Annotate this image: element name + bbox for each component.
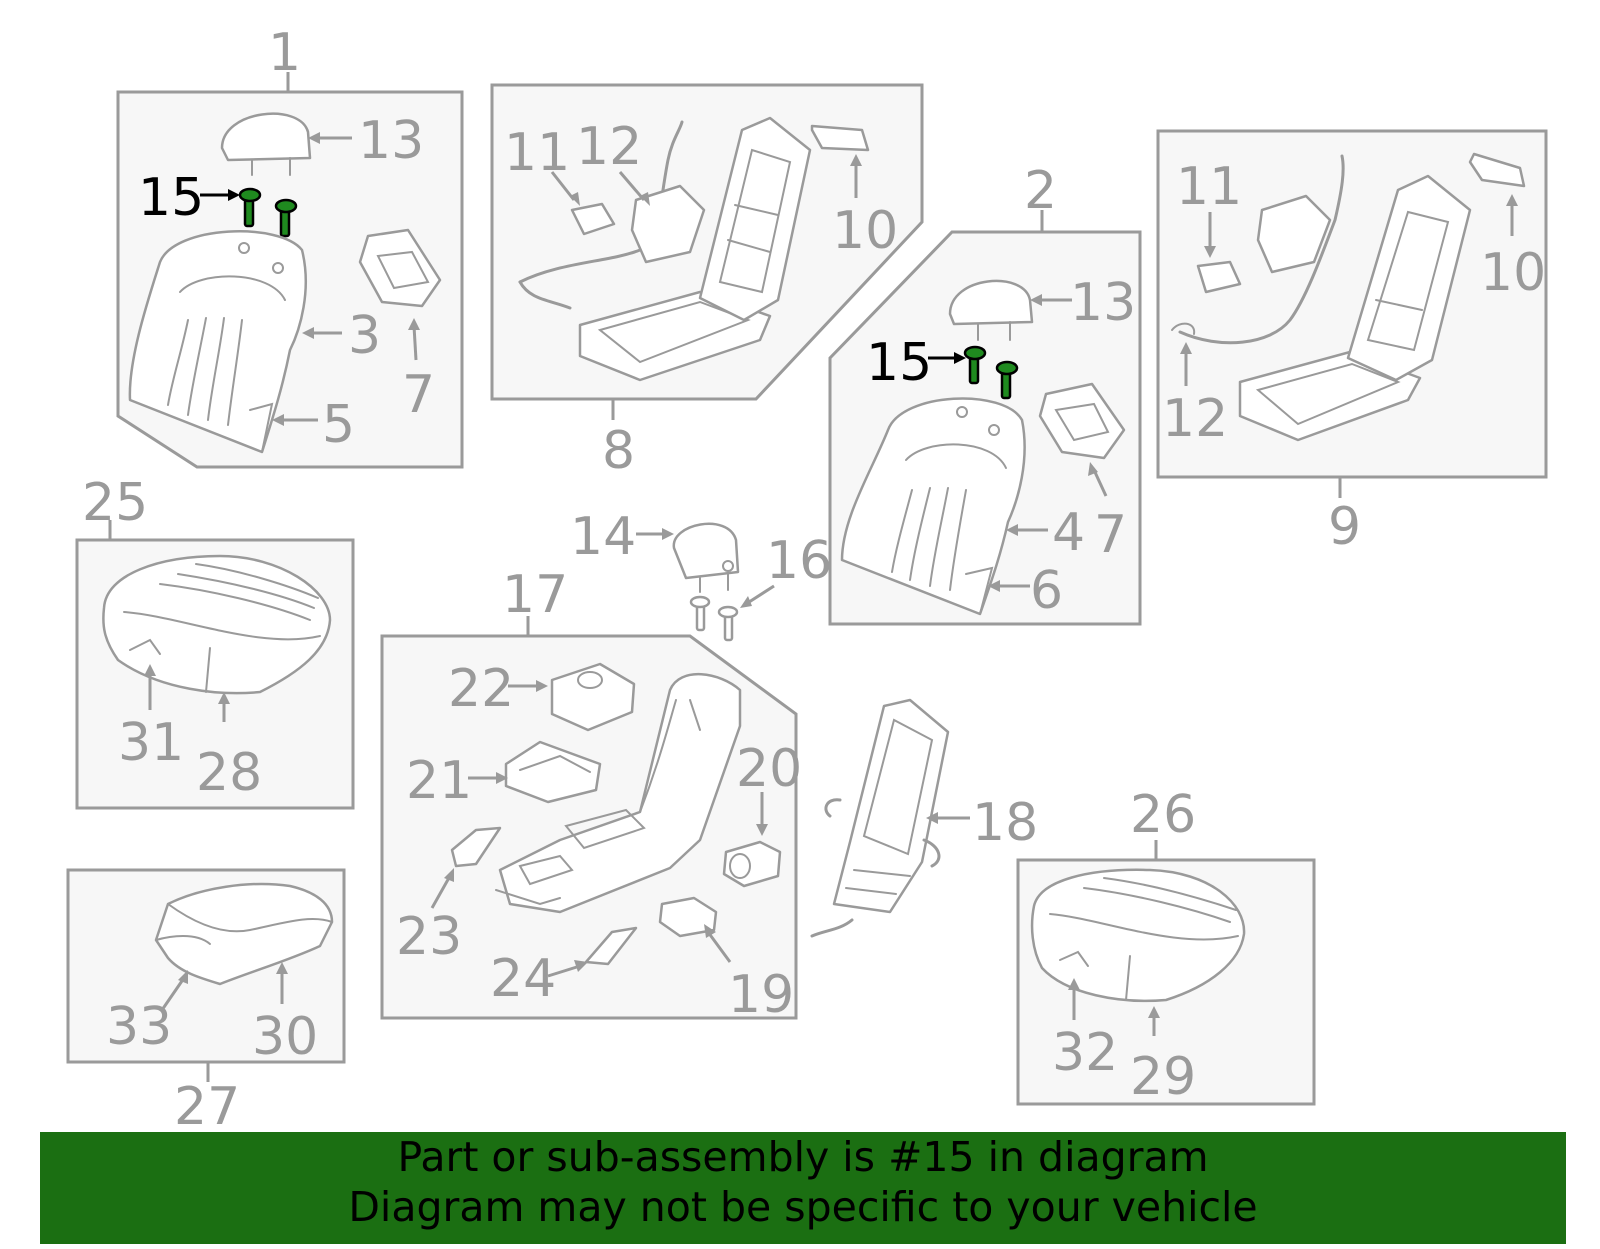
callout-32[interactable]: 32	[1052, 1023, 1118, 1083]
console-frame-18	[832, 698, 950, 914]
callout-11-right[interactable]: 11	[1176, 157, 1242, 217]
seat-back-4	[840, 397, 1026, 616]
console-armrest-17	[498, 673, 742, 914]
trim-23	[450, 826, 502, 868]
module-7-right	[1038, 382, 1126, 460]
callout-13-right[interactable]: 13	[1070, 273, 1136, 333]
bracket-21	[504, 740, 602, 804]
callout-18[interactable]: 18	[972, 793, 1038, 853]
loose-parts-group: 14 16	[570, 507, 832, 642]
callout-33[interactable]: 33	[106, 997, 172, 1057]
cap-10-left	[810, 124, 870, 152]
connector-11-right	[1196, 260, 1242, 294]
callout-10-right[interactable]: 10	[1480, 243, 1546, 303]
callout-2[interactable]: 2	[1024, 161, 1057, 221]
callout-9[interactable]: 9	[1328, 497, 1361, 557]
callout-5[interactable]: 5	[322, 395, 355, 455]
trim-24	[584, 926, 638, 966]
callout-19[interactable]: 19	[728, 965, 794, 1025]
callout-16[interactable]: 16	[766, 531, 832, 591]
socket-20	[722, 840, 782, 888]
assembly-2-group: 2 13 15 4 6 7	[828, 161, 1142, 626]
callout-12-right[interactable]: 12	[1162, 389, 1228, 449]
banner-line-2: Diagram may not be specific to your vehi…	[348, 1183, 1258, 1231]
callout-29[interactable]: 29	[1130, 1047, 1196, 1107]
callout-17[interactable]: 17	[502, 565, 568, 625]
callout-24[interactable]: 24	[490, 949, 556, 1009]
callout-4[interactable]: 4	[1052, 503, 1085, 563]
headrest-right	[948, 279, 1034, 326]
clip-19	[658, 896, 718, 938]
callout-21[interactable]: 21	[406, 751, 472, 811]
callout-12-left[interactable]: 12	[576, 117, 642, 177]
callout-23[interactable]: 23	[396, 907, 462, 967]
bolt-16-a	[695, 604, 706, 632]
assembly-8-group: 8 11 12 10	[490, 83, 924, 481]
bolt-15-right-a[interactable]	[968, 355, 980, 385]
headrest-14	[672, 522, 740, 580]
callout-26[interactable]: 26	[1130, 785, 1196, 845]
assembly-25-group: 25 31 28	[75, 473, 355, 810]
callout-7-right[interactable]: 7	[1094, 505, 1127, 565]
bolt-15-right-b[interactable]	[1000, 370, 1012, 400]
connector-11-left	[570, 202, 616, 236]
seat-frame-8	[578, 290, 772, 382]
bolt-16-b	[723, 614, 734, 642]
callout-7-left[interactable]: 7	[402, 365, 435, 425]
callout-20[interactable]: 20	[736, 739, 802, 799]
assembly-17-group: 17 22 21 23 24 20	[380, 565, 802, 1025]
callout-10-left[interactable]: 10	[832, 201, 898, 261]
assembly-1-group: 1 13 15 3 5 7	[116, 23, 464, 469]
assembly-27-group: 27 33 30	[66, 868, 346, 1137]
callout-8[interactable]: 8	[602, 421, 635, 481]
callout-31[interactable]: 31	[118, 713, 184, 773]
assembly-9-group: 9 11 12 10	[1156, 129, 1548, 557]
callout-13[interactable]: 13	[358, 111, 424, 171]
assembly-18-group: 18	[810, 698, 1038, 938]
callout-28[interactable]: 28	[196, 743, 262, 803]
headrest-part	[220, 112, 312, 162]
seat-cushion-29	[1030, 868, 1246, 1003]
callout-15-right[interactable]: 15	[866, 333, 932, 393]
callout-15-left[interactable]: 15	[138, 168, 204, 228]
seat-back-3	[128, 230, 308, 454]
seat-cushion-28	[102, 554, 332, 695]
callout-14[interactable]: 14	[570, 507, 636, 567]
switch-22	[550, 662, 636, 732]
assembly-26-group: 26 32 29	[1016, 785, 1316, 1107]
bolt-15-left[interactable]	[243, 198, 255, 228]
callout-30[interactable]: 30	[252, 1007, 318, 1067]
banner-line-1: Part or sub-assembly is #15 in diagram	[397, 1133, 1209, 1181]
module-7-left	[358, 228, 442, 308]
cap-10-right	[1468, 152, 1526, 188]
callout-6[interactable]: 6	[1030, 561, 1063, 621]
callout-1[interactable]: 1	[268, 23, 301, 83]
info-banner: Part or sub-assembly is #15 in diagram D…	[40, 1132, 1566, 1244]
callout-11-left[interactable]: 11	[504, 123, 570, 183]
callout-22[interactable]: 22	[448, 659, 514, 719]
callout-25[interactable]: 25	[82, 473, 148, 533]
bolt-15-right[interactable]	[279, 208, 291, 238]
armrest-cover-30	[154, 882, 334, 986]
callout-3[interactable]: 3	[348, 306, 381, 366]
callout-27[interactable]: 27	[174, 1077, 240, 1137]
